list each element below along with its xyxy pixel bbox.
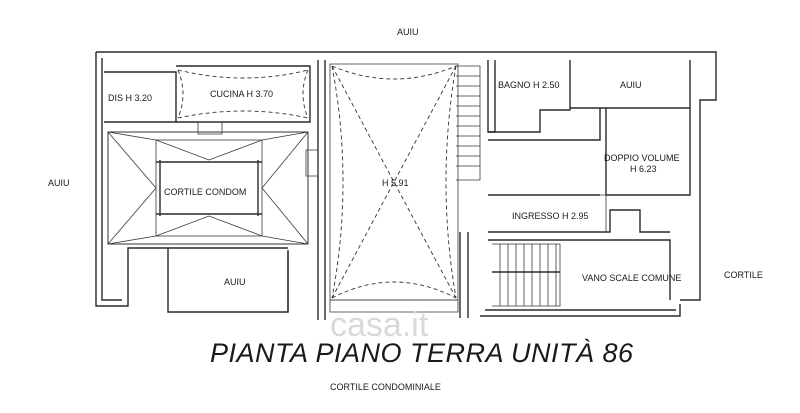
- room-auiu-bottom: AUIU: [224, 277, 246, 287]
- common-staircase: [492, 243, 561, 307]
- watermark: casa.it: [330, 306, 429, 344]
- plan-title: PIANTA PIANO TERRA UNITÀ 86: [210, 338, 634, 368]
- outer-walls: [95, 51, 717, 317]
- openings: [197, 121, 607, 233]
- room-bagno: BAGNO H 2.50: [498, 80, 560, 90]
- label-bottom-cortile: CORTILE CONDOMINIALE: [330, 382, 441, 392]
- room-cucina: CUCINA H 3.70: [210, 89, 273, 99]
- hall-staircase: [456, 65, 481, 181]
- hall-vault: [329, 63, 459, 313]
- kitchen-vault: [177, 69, 309, 119]
- room-dis: DIS H 3.20: [108, 93, 152, 103]
- interior-walls: [104, 60, 691, 320]
- room-doppio-volume-1: DOPPIO VOLUME: [604, 153, 680, 163]
- label-right-cortile: CORTILE: [724, 270, 763, 280]
- room-auiu-top-right: AUIU: [620, 80, 642, 90]
- label-top-auiu: AUIU: [397, 27, 419, 37]
- courtyard-skylight: [107, 131, 309, 245]
- room-vano-scale: VANO SCALE COMUNE: [582, 273, 681, 283]
- label-left-auiu: AUIU: [48, 178, 70, 188]
- room-cortile-condom: CORTILE CONDOM: [164, 187, 246, 197]
- room-ingresso: INGRESSO H 2.95: [512, 211, 589, 221]
- room-hall: H 5.91: [382, 178, 409, 188]
- room-doppio-volume-2: H 6.23: [630, 164, 657, 174]
